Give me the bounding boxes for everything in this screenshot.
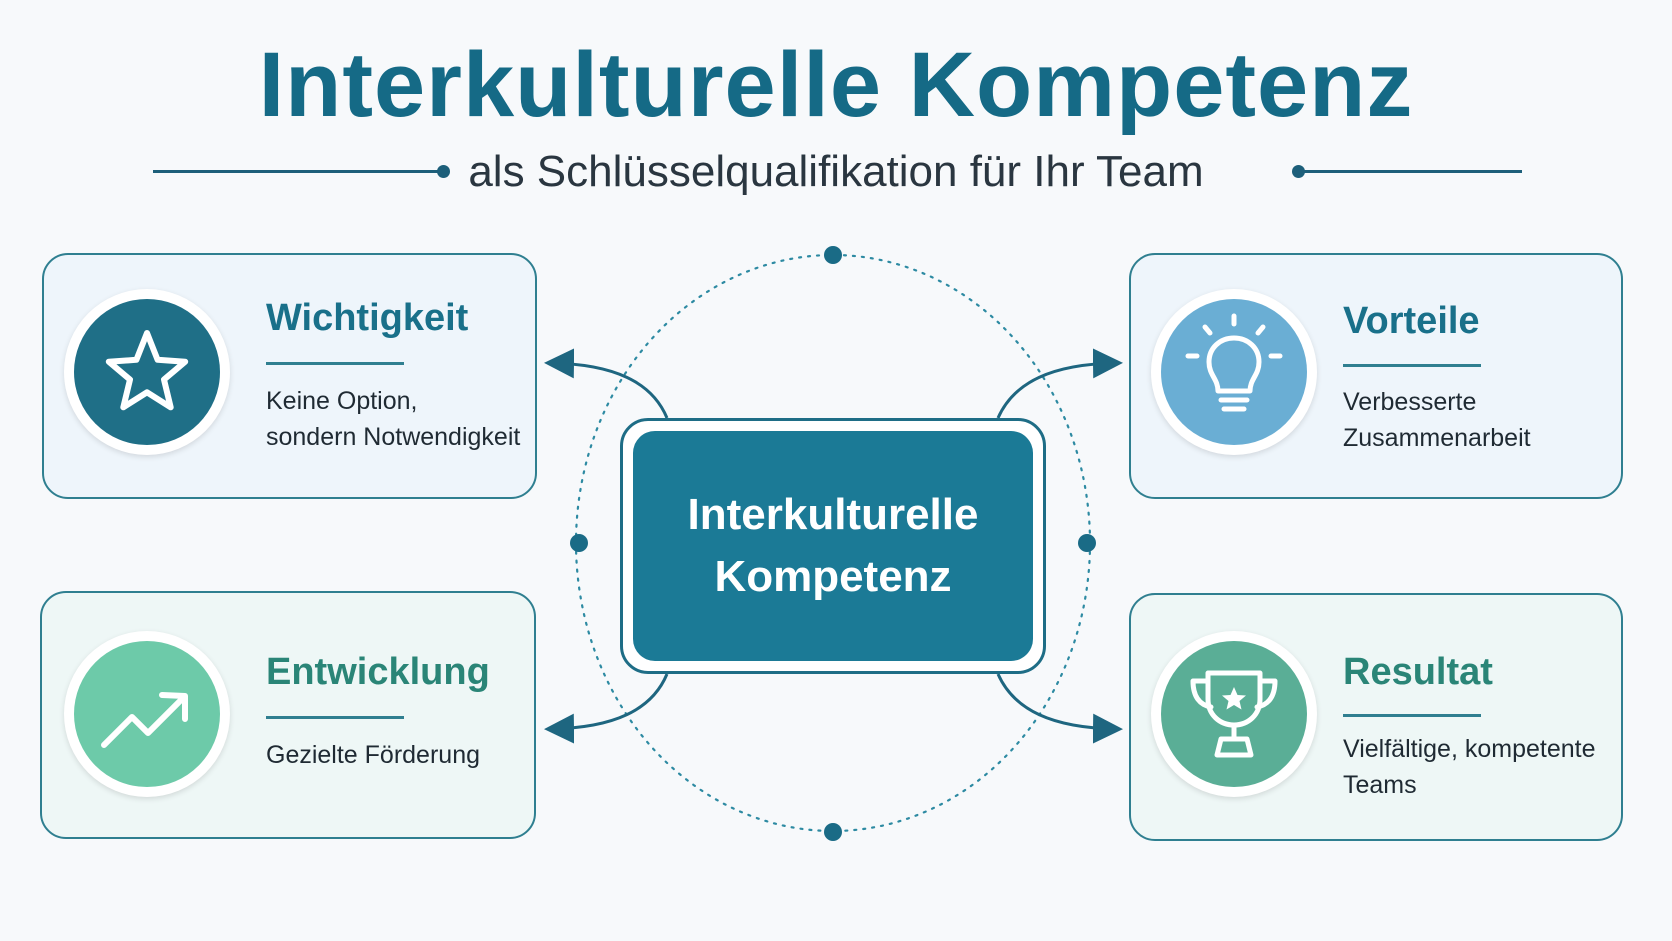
card-text-wichtigkeit: Keine Option, sondern Notwendigkeit [266,383,520,455]
subtitle-row: als Schlüsselqualifikation für Ihr Team [0,146,1672,198]
center-node: Interkulturelle Kompetenz [620,418,1046,674]
arrow-to-wichtigkeit [544,348,669,419]
card-text-line: sondern Notwendigkeit [266,423,521,451]
subtitle-dot-left [437,165,450,178]
card-title-wichtigkeit: Wichtigkeit [266,297,469,339]
card-text-entwicklung: Gezielte Förderung [266,737,480,773]
card-title-vorteile: Vorteile [1343,300,1480,342]
page-title: Interkulturelle Kompetenz [258,34,1414,136]
card-wichtigkeit: Wichtigkeit Keine Option, sondern Notwen… [42,253,537,499]
arrow-to-resultat [996,673,1123,744]
subtitle-dot-right [1292,165,1305,178]
card-text-line: Teams [1343,771,1417,799]
card-text-resultat: Vielfältige, kompetente Teams [1343,731,1595,803]
subtitle-rule-left [153,170,443,173]
card-text-line: Vielfältige, kompetente [1343,735,1596,763]
subtitle-rule-right [1300,170,1522,173]
card-text-line: Verbesserte [1343,388,1477,416]
card-title-resultat: Resultat [1343,651,1493,693]
card-rule [1343,714,1481,717]
ring-node-right [1078,534,1096,552]
ring-node-left [570,534,588,552]
star-icon-badge [64,289,230,455]
card-rule [266,362,404,365]
card-title-entwicklung: Entwicklung [266,651,490,693]
trophy-icon-badge [1151,631,1317,797]
ring-node-top [824,246,842,264]
trophy-icon [1161,641,1307,787]
lightbulb-icon-badge [1151,289,1317,455]
card-vorteile: Vorteile Verbesserte Zusammenarbeit [1129,253,1623,499]
card-entwicklung: Entwicklung Gezielte Förderung [40,591,536,839]
star-icon [74,299,220,445]
center-label: Interkulturelle Kompetenz [688,484,979,608]
card-text-line: Keine Option, [266,387,418,415]
card-rule [266,716,404,719]
center-node-fill: Interkulturelle Kompetenz [633,431,1033,661]
card-text-line: Gezielte Förderung [266,741,481,769]
trend-up-icon-badge [64,631,230,797]
arrow-to-entwicklung [544,673,669,744]
ring-node-bottom [824,823,842,841]
trend-up-icon [74,641,220,787]
arrow-to-vorteile [996,348,1123,419]
card-text-line: Zusammenarbeit [1343,424,1531,452]
card-resultat: Resultat Vielfältige, kompetente Teams [1129,593,1623,841]
center-label-line: Kompetenz [714,552,952,601]
lightbulb-icon [1161,299,1307,445]
card-rule [1343,364,1481,367]
page-subtitle: als Schlüsselqualifikation für Ihr Team [468,147,1204,196]
card-text-vorteile: Verbesserte Zusammenarbeit [1343,384,1531,456]
center-label-line: Interkulturelle [687,490,979,539]
